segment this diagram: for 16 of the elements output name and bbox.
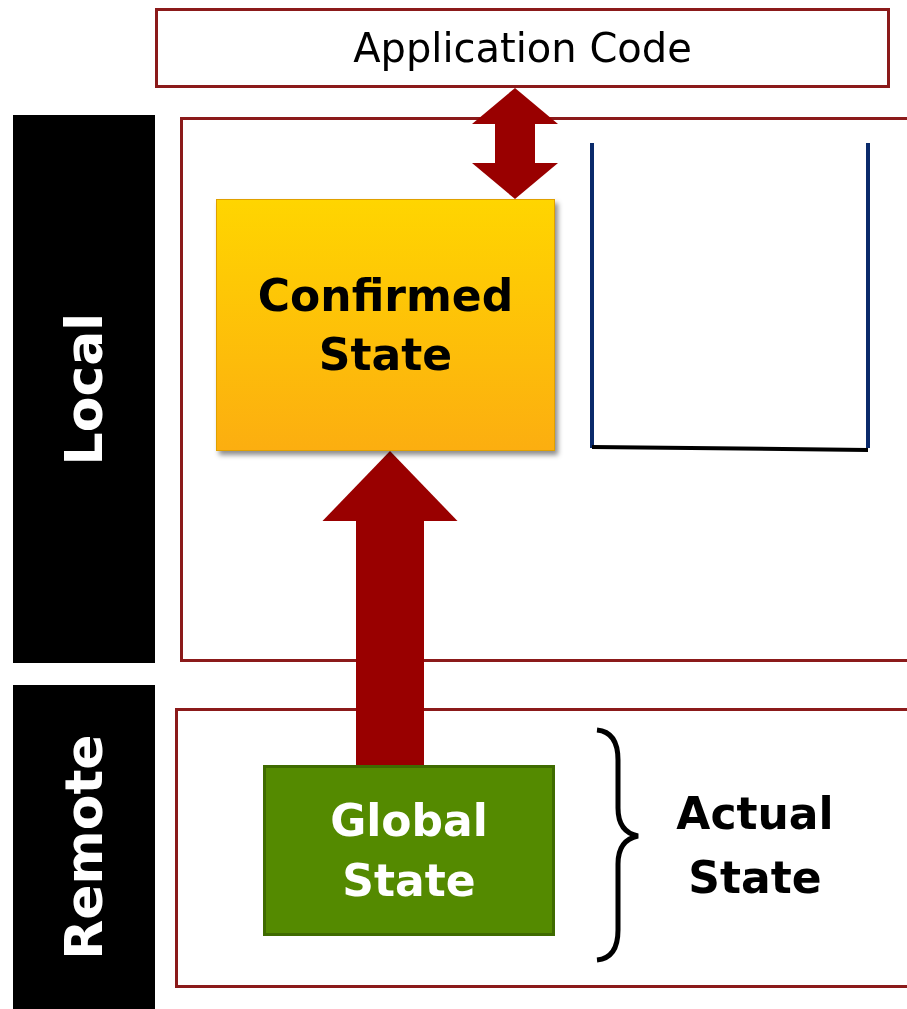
- region-box: [175, 708, 907, 988]
- section-band: [13, 115, 155, 663]
- state-box: [263, 765, 555, 936]
- section-label: Remote: [52, 733, 115, 962]
- box-label: Confirmed State: [256, 268, 515, 382]
- bucket-outline: [590, 143, 870, 453]
- block-arrow: [472, 88, 558, 199]
- region-box: [180, 117, 907, 662]
- box-label: Global State: [329, 794, 489, 908]
- block-arrow: [322, 451, 458, 765]
- process-box: [155, 8, 890, 88]
- annotation-label: Actual State: [675, 787, 835, 905]
- box-label: Application Code: [352, 24, 693, 73]
- state-box: [216, 199, 555, 451]
- section-label: Local: [52, 311, 115, 468]
- section-band: [13, 685, 155, 1009]
